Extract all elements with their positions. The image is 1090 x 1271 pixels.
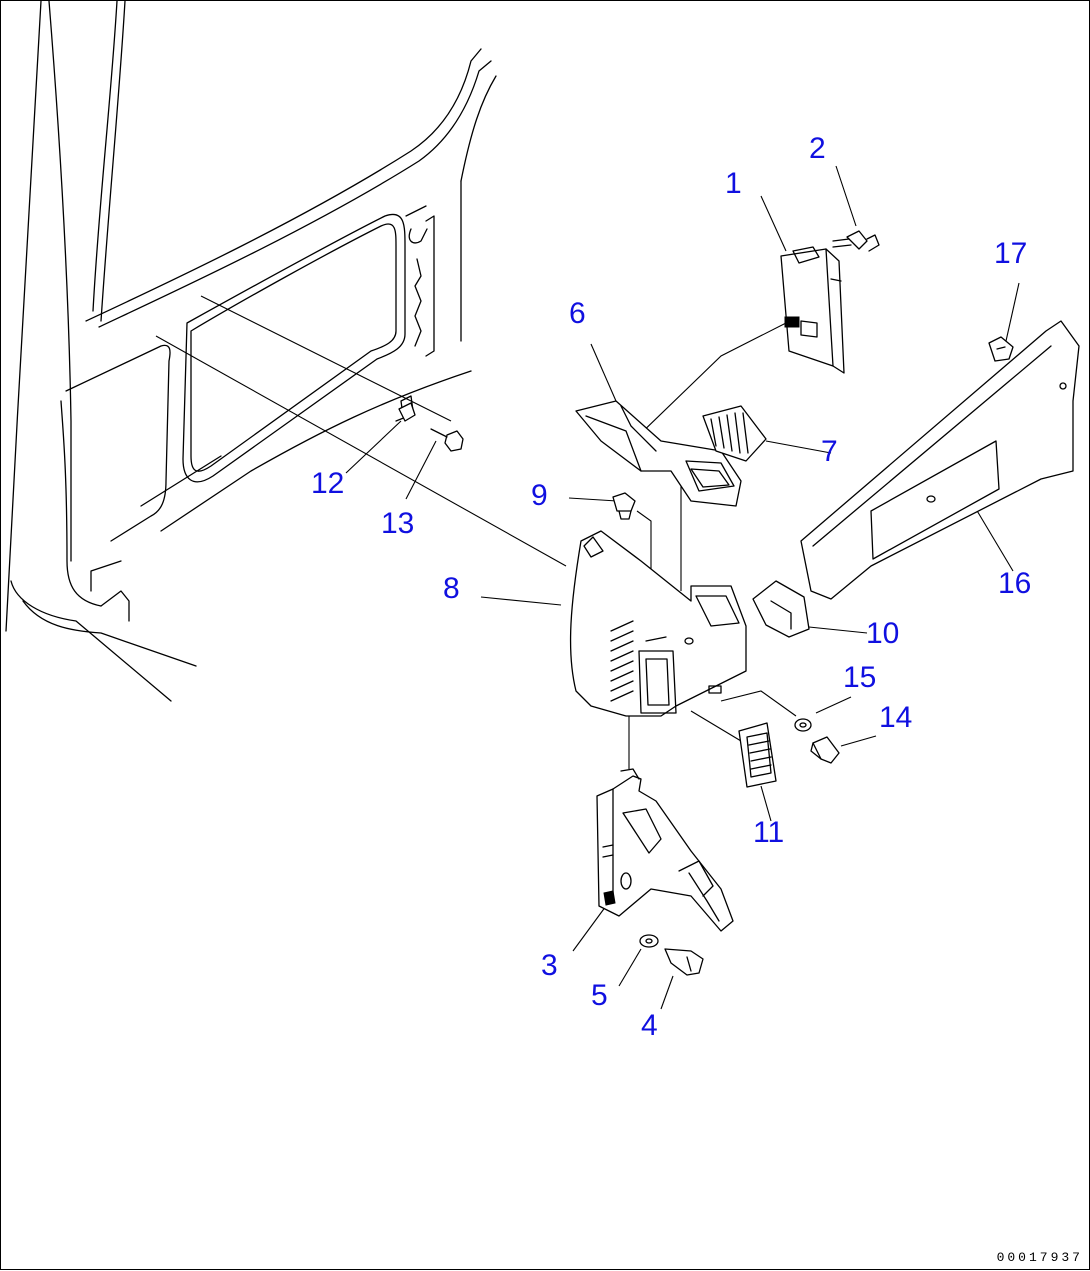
callout-13: 13 <box>381 507 415 540</box>
drawing-code: 00017937 <box>996 1250 1083 1265</box>
callout-4: 4 <box>641 1009 658 1042</box>
callout-12: 12 <box>311 467 345 500</box>
part-15-washer <box>794 718 812 732</box>
callout-3: 3 <box>541 949 558 982</box>
callout-6: 6 <box>569 297 586 330</box>
callout-15: 15 <box>843 661 877 694</box>
part-3-bracket <box>596 768 734 932</box>
part-4-bolt <box>664 948 704 976</box>
callout-8: 8 <box>443 572 460 605</box>
cab-frame <box>5 1 497 702</box>
part-10-louver <box>752 580 810 638</box>
callout-14: 14 <box>879 701 913 734</box>
part-8-side-cover <box>569 530 747 717</box>
part-12-clip <box>398 402 416 422</box>
callout-7: 7 <box>821 435 838 468</box>
part-11-grille <box>738 722 777 788</box>
callout-16: 16 <box>998 567 1032 600</box>
callout-10: 10 <box>866 617 900 650</box>
part-1-controller <box>780 246 845 374</box>
part-14-bolt <box>810 736 840 764</box>
callout-9: 9 <box>531 479 548 512</box>
part-6-duct <box>575 400 742 507</box>
callout-2: 2 <box>809 132 826 165</box>
callout-5: 5 <box>591 979 608 1012</box>
callout-11: 11 <box>753 816 785 849</box>
part-2-screw <box>832 230 880 252</box>
part-16-trim <box>800 320 1080 600</box>
part-9-clip <box>612 492 636 520</box>
part-13-clip <box>430 428 464 452</box>
part-17-clip <box>988 336 1014 362</box>
callout-1: 1 <box>725 167 742 200</box>
callout-17: 17 <box>994 237 1028 270</box>
part-7-vent <box>702 405 767 462</box>
part-5-washer <box>639 934 659 948</box>
